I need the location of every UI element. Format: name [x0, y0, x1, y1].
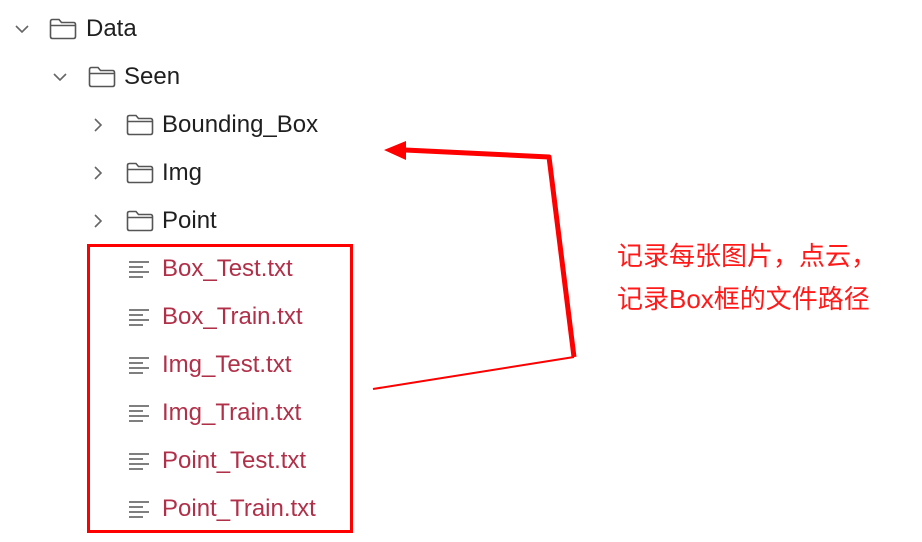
tree-item-img[interactable]: Img — [0, 155, 400, 191]
tree-item-label: Data — [86, 15, 137, 42]
text-file-icon — [129, 309, 149, 326]
tree-item-label: Img_Test.txt — [162, 351, 292, 378]
tree-item-data[interactable]: Data — [0, 11, 400, 47]
text-file-icon — [129, 357, 149, 374]
chevron-down-icon[interactable] — [52, 69, 68, 85]
annotation-line-2: 记录Box框的文件路径 — [617, 284, 870, 314]
tree-item-label: Point_Train.txt — [162, 495, 316, 522]
chevron-down-icon[interactable] — [14, 21, 30, 37]
highlight-box — [87, 244, 353, 533]
chevron-right-icon[interactable] — [90, 213, 106, 229]
tree-item-box-test[interactable]: Box_Test.txt — [0, 251, 400, 287]
text-file-icon — [129, 453, 149, 470]
annotation-line-1: 记录每张图片，点云， — [617, 241, 878, 271]
folder-icon — [49, 18, 77, 40]
tree-item-label: Seen — [124, 63, 181, 90]
tree-item-label: Img — [162, 159, 203, 186]
folder-icon — [126, 114, 154, 136]
tree-item-label: Box_Train.txt — [162, 303, 303, 330]
tree-item-point[interactable]: Point — [0, 203, 400, 239]
tree-item-point-test[interactable]: Point_Test.txt — [0, 443, 400, 479]
tree-item-img-test[interactable]: Img_Test.txt — [0, 347, 400, 383]
tree-item-label: Point — [162, 207, 217, 234]
tree-item-point-train[interactable]: Point_Train.txt — [0, 491, 400, 527]
tree-item-bounding-box[interactable]: Bounding_Box — [0, 107, 400, 143]
chevron-right-icon[interactable] — [90, 117, 106, 133]
tree-item-label: Point_Test.txt — [162, 447, 307, 474]
folder-icon — [126, 210, 154, 232]
chevron-right-icon[interactable] — [90, 165, 106, 181]
tree-item-label: Box_Test.txt — [162, 255, 293, 282]
tree-item-box-train[interactable]: Box_Train.txt — [0, 299, 400, 335]
tree-item-label: Img_Train.txt — [162, 399, 302, 426]
text-file-icon — [129, 261, 149, 278]
text-file-icon — [129, 405, 149, 422]
folder-icon — [126, 162, 154, 184]
text-file-icon — [129, 501, 149, 518]
tree-item-seen[interactable]: Seen — [0, 59, 400, 95]
tree-item-img-train[interactable]: Img_Train.txt — [0, 395, 400, 431]
folder-icon — [88, 66, 116, 88]
tree-item-label: Bounding_Box — [162, 111, 319, 138]
